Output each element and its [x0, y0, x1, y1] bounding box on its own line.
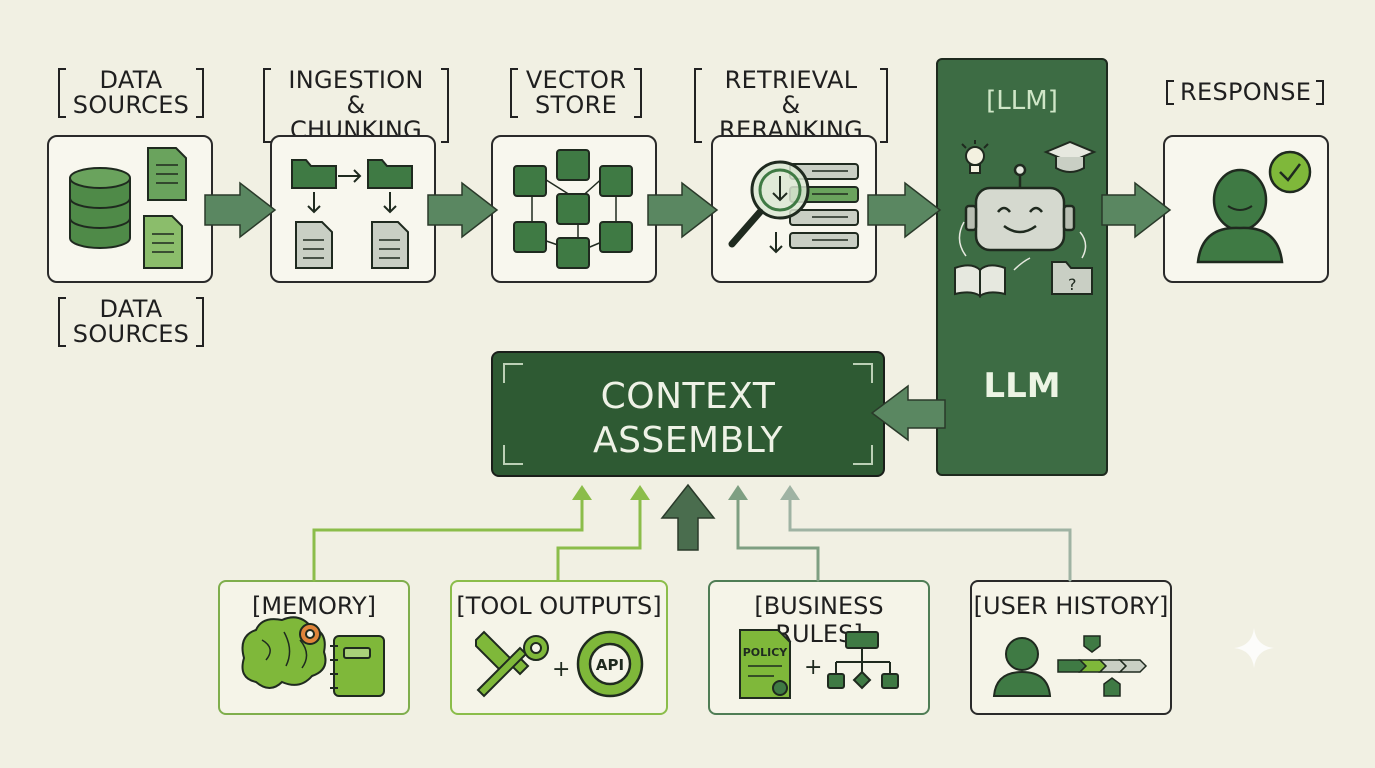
flow-arrow-4 — [867, 181, 942, 239]
history-connector — [788, 493, 1072, 582]
label-line: SOURCES — [72, 320, 190, 348]
magnifier-icon — [728, 160, 810, 254]
policy-label: POLICY — [743, 646, 789, 659]
user-icon — [992, 637, 1052, 697]
sparkle-icon — [1234, 628, 1274, 668]
notebook-icon — [330, 635, 385, 697]
flow-arrow-2 — [427, 181, 499, 239]
context-assembly-title: CONTEXT ASSEMBLY — [493, 375, 883, 463]
label-line: SOURCES — [72, 91, 190, 119]
tool-arrowhead — [630, 485, 650, 500]
history-arrowhead — [780, 485, 800, 500]
llm-title: LLM — [983, 366, 1061, 406]
tool-connector — [556, 493, 642, 582]
flowchart-icon — [827, 631, 899, 690]
flow-arrow-1 — [204, 181, 277, 239]
wrench-icon — [475, 630, 530, 698]
response-label: RESPONSE — [1166, 78, 1324, 106]
split-arrows-icon — [307, 169, 397, 214]
flow-arrow-5 — [1101, 181, 1172, 239]
label-line: STORE — [534, 91, 618, 119]
context-assembly-box: CONTEXT ASSEMBLY — [491, 351, 885, 477]
api-label: API — [596, 656, 624, 674]
plus-sign: + — [804, 655, 822, 680]
business-rules-label: [BUSINESS RULES] — [754, 592, 884, 648]
vector-cubes-icon — [513, 149, 633, 269]
document-icon — [295, 221, 409, 269]
rules-arrowhead — [728, 485, 748, 500]
llm-to-context-arrow — [870, 384, 946, 442]
ranked-list-icon — [789, 163, 859, 249]
timeline-icon — [1057, 635, 1148, 697]
rules-connector — [736, 493, 820, 582]
database-icon — [69, 167, 131, 249]
book-icon — [954, 264, 1006, 298]
document-icon — [143, 215, 183, 269]
graduation-cap-icon — [1043, 140, 1097, 173]
title-line: CONTEXT — [600, 376, 776, 417]
robot-icon — [964, 163, 1076, 252]
flow-arrow-3 — [647, 181, 719, 239]
label-line: DATA — [99, 295, 163, 323]
lightbulb-icon — [961, 140, 989, 174]
svg-text:?: ? — [1068, 275, 1077, 294]
tool-outputs-label: [TOOL OUTPUTS] — [456, 592, 662, 620]
checkmark-icon — [1268, 150, 1312, 194]
memory-arrowhead — [572, 485, 592, 500]
gear-icon — [523, 635, 549, 661]
memory-connector — [312, 493, 584, 582]
label-line: RETRIEVAL — [724, 66, 858, 94]
memory-label: [MEMORY] — [252, 592, 376, 620]
label-line: RESPONSE — [1180, 78, 1312, 106]
document-icon — [147, 147, 187, 201]
api-gear-icon: API — [576, 630, 644, 698]
central-up-arrow — [660, 483, 716, 551]
policy-document-icon: POLICY — [739, 629, 791, 699]
folder-icon — [291, 159, 413, 189]
user-avatar-icon — [1196, 168, 1284, 264]
llm-header: [LLM] — [986, 86, 1058, 116]
user-history-label: [USER HISTORY] — [973, 592, 1169, 620]
label-line: INGESTION — [288, 66, 424, 94]
label-line: DATA — [99, 66, 163, 94]
plus-sign: + — [552, 657, 570, 682]
cycle-arrows-icon — [958, 221, 1087, 271]
gear-icon — [299, 623, 321, 645]
title-line: ASSEMBLY — [592, 420, 784, 461]
folder-question-icon: ? — [1051, 261, 1093, 295]
label-line: VECTOR — [525, 66, 627, 94]
